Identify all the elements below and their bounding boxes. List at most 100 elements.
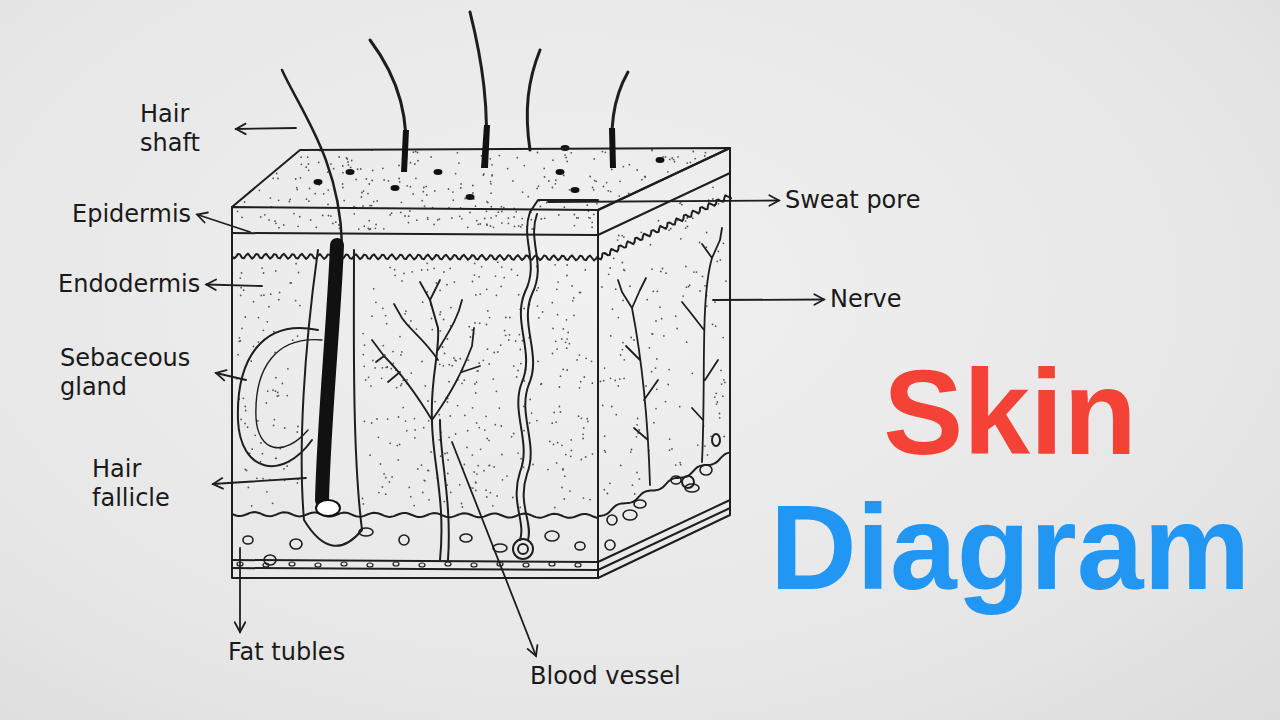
stipple-dot bbox=[373, 288, 375, 290]
stipple-dot bbox=[374, 367, 376, 369]
stipple-dot bbox=[679, 406, 681, 408]
stipple-dot bbox=[657, 291, 659, 293]
stipple-dot bbox=[622, 342, 624, 344]
stipple-dot bbox=[686, 286, 688, 288]
stipple-dot bbox=[651, 333, 653, 335]
stipple-dot bbox=[389, 214, 391, 216]
stipple-dot bbox=[615, 288, 617, 290]
stipple-dot bbox=[506, 475, 508, 477]
stipple-dot bbox=[357, 168, 359, 170]
stipple-dot bbox=[253, 301, 255, 303]
stipple-dot bbox=[562, 468, 564, 470]
stipple-dot bbox=[689, 284, 691, 286]
stipple-dot bbox=[489, 464, 491, 466]
stipple-dot bbox=[501, 211, 503, 213]
stipple-dot bbox=[554, 507, 556, 509]
stipple-dot bbox=[511, 269, 513, 271]
stipple-dot bbox=[491, 174, 493, 176]
stipple-dot bbox=[401, 383, 403, 385]
stipple-dot bbox=[270, 293, 272, 295]
stipple-dot bbox=[323, 193, 325, 195]
part-label: Endodermis bbox=[58, 270, 200, 299]
stipple-dot bbox=[277, 392, 279, 394]
stipple-dot bbox=[268, 219, 270, 221]
stipple-dot bbox=[389, 442, 391, 444]
stipple-dot bbox=[348, 164, 350, 166]
stipple-dot bbox=[415, 151, 417, 153]
stipple-dot bbox=[589, 176, 591, 178]
stipple-dot bbox=[585, 357, 587, 359]
stipple-dot bbox=[467, 359, 469, 361]
stipple-dot bbox=[492, 378, 494, 380]
stipple-dot bbox=[520, 363, 522, 365]
stipple-dot bbox=[623, 377, 625, 379]
arrow-head bbox=[236, 124, 246, 135]
stipple-dot bbox=[661, 318, 663, 320]
stipple-dot bbox=[266, 491, 268, 493]
stipple-dot bbox=[582, 433, 584, 435]
stipple-dot bbox=[500, 286, 502, 288]
stipple-dot bbox=[486, 224, 488, 226]
stipple-dot bbox=[699, 242, 701, 244]
stipple-dot bbox=[244, 201, 246, 203]
stipple-dot bbox=[660, 271, 662, 273]
stipple-dot bbox=[297, 482, 299, 484]
stipple-dot bbox=[459, 358, 461, 360]
skin-pore bbox=[556, 169, 565, 175]
stipple-dot bbox=[618, 235, 620, 237]
stipple-dot bbox=[562, 469, 564, 471]
stipple-dot bbox=[346, 157, 348, 159]
stipple-dot bbox=[543, 168, 545, 170]
leader-line bbox=[236, 128, 296, 129]
stipple-dot bbox=[426, 194, 428, 196]
stipple-dot bbox=[439, 363, 441, 365]
stipple-dot bbox=[538, 317, 540, 319]
stipple-dot bbox=[464, 464, 466, 466]
stipple-dot bbox=[540, 383, 542, 385]
stipple-dot bbox=[439, 289, 441, 291]
stipple-dot bbox=[588, 217, 590, 219]
stipple-dot bbox=[569, 343, 571, 345]
stipple-dot bbox=[389, 267, 391, 269]
stipple-dot bbox=[541, 383, 543, 385]
fat-cell bbox=[523, 563, 529, 567]
stipple-dot bbox=[251, 448, 253, 450]
stipple-dot bbox=[455, 360, 457, 362]
dermis-wave bbox=[232, 254, 598, 261]
stipple-dot bbox=[656, 358, 658, 360]
stipple-dot bbox=[490, 181, 492, 183]
stipple-dot bbox=[241, 272, 243, 274]
stipple-dot bbox=[639, 478, 641, 480]
stipple-dot bbox=[400, 385, 402, 387]
stipple-dot bbox=[692, 217, 694, 219]
stipple-dot bbox=[604, 367, 606, 369]
stipple-dot bbox=[245, 410, 247, 412]
stipple-dot bbox=[493, 352, 495, 354]
stipple-dot bbox=[398, 416, 400, 418]
stipple-dot bbox=[622, 262, 624, 264]
stipple-dot bbox=[629, 164, 631, 166]
stipple-dot bbox=[477, 370, 479, 372]
stipple-dot bbox=[518, 225, 520, 227]
stipple-dot bbox=[272, 389, 274, 391]
stipple-dot bbox=[467, 227, 469, 229]
stipple-dot bbox=[273, 425, 275, 427]
part-label: Nerve bbox=[830, 285, 902, 314]
stipple-dot bbox=[447, 338, 449, 340]
stipple-dot bbox=[718, 251, 720, 253]
stipple-dot bbox=[438, 439, 440, 441]
stipple-dot bbox=[547, 469, 549, 471]
stipple-dot bbox=[589, 499, 591, 501]
stipple-dot bbox=[375, 227, 377, 229]
stipple-dot bbox=[636, 436, 638, 438]
stipple-dot bbox=[433, 224, 435, 226]
stipple-dot bbox=[298, 272, 300, 274]
fat-cell bbox=[289, 562, 295, 566]
stipple-dot bbox=[378, 492, 380, 494]
stipple-dot bbox=[604, 435, 606, 437]
stipple-dot bbox=[289, 198, 291, 200]
stipple-dot bbox=[674, 161, 676, 163]
stipple-dot bbox=[355, 179, 357, 181]
stipple-dot bbox=[376, 418, 378, 420]
stipple-dot bbox=[460, 187, 462, 189]
